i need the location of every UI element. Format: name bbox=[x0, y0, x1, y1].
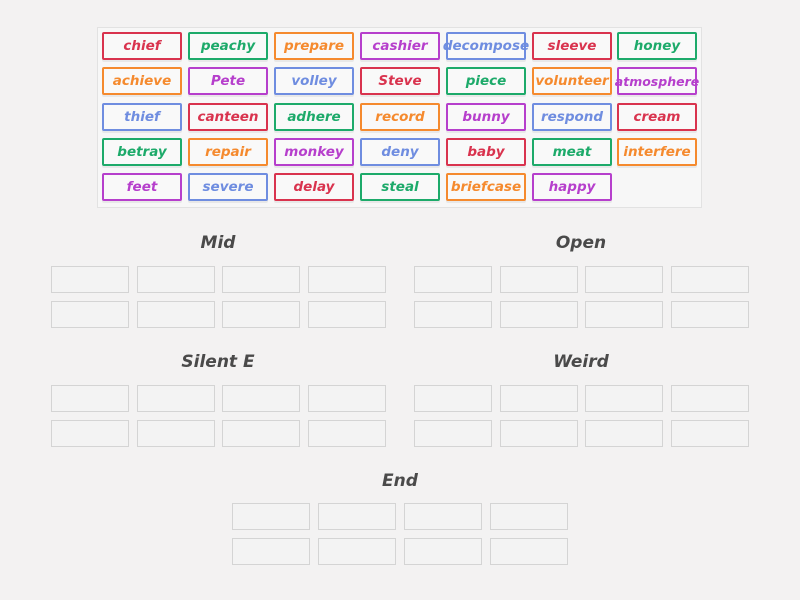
group-title-weird: Weird bbox=[553, 352, 609, 372]
drop-slot[interactable] bbox=[51, 385, 129, 412]
drop-slot[interactable] bbox=[671, 266, 749, 293]
word-tile[interactable]: monkey bbox=[274, 138, 354, 166]
group-title-mid: Mid bbox=[200, 233, 236, 253]
drop-slot[interactable] bbox=[137, 266, 215, 293]
word-tile[interactable]: repair bbox=[188, 138, 268, 166]
drop-slot[interactable] bbox=[414, 420, 492, 447]
drop-slot[interactable] bbox=[414, 385, 492, 412]
drop-slot[interactable] bbox=[222, 301, 300, 328]
drop-slot[interactable] bbox=[222, 266, 300, 293]
word-tile[interactable]: adhere bbox=[274, 103, 354, 131]
drop-slot[interactable] bbox=[671, 301, 749, 328]
drop-slot[interactable] bbox=[490, 538, 568, 565]
drop-slot[interactable] bbox=[500, 266, 578, 293]
word-tile[interactable]: delay bbox=[274, 173, 354, 201]
drop-slot[interactable] bbox=[308, 266, 386, 293]
word-tile[interactable]: steal bbox=[360, 173, 440, 201]
word-tile[interactable]: happy bbox=[532, 173, 612, 201]
drop-slot[interactable] bbox=[585, 385, 663, 412]
word-bank: chief peachy prepare cashier decompose s… bbox=[97, 27, 702, 208]
word-tile[interactable]: meat bbox=[532, 138, 612, 166]
word-tile[interactable]: deny bbox=[360, 138, 440, 166]
word-tile[interactable]: thief bbox=[102, 103, 182, 131]
group-title-open: Open bbox=[555, 233, 607, 253]
word-tile[interactable]: cream bbox=[617, 103, 697, 131]
drop-slot[interactable] bbox=[585, 266, 663, 293]
word-tile[interactable]: feet bbox=[102, 173, 182, 201]
drop-slot[interactable] bbox=[232, 503, 310, 530]
word-tile[interactable]: achieve bbox=[102, 67, 182, 95]
drop-slot[interactable] bbox=[671, 420, 749, 447]
word-tile[interactable]: Pete bbox=[188, 67, 268, 95]
word-tile[interactable]: baby bbox=[446, 138, 526, 166]
drop-slot[interactable] bbox=[137, 420, 215, 447]
drop-slot[interactable] bbox=[308, 385, 386, 412]
word-tile[interactable]: betray bbox=[102, 138, 182, 166]
group-title-end: End bbox=[382, 471, 418, 491]
word-tile[interactable]: record bbox=[360, 103, 440, 131]
word-tile[interactable]: piece bbox=[446, 67, 526, 95]
drop-slot[interactable] bbox=[232, 538, 310, 565]
word-tile[interactable]: canteen bbox=[188, 103, 268, 131]
word-tile[interactable]: cashier bbox=[360, 32, 440, 60]
word-tile[interactable]: bunny bbox=[446, 103, 526, 131]
word-tile[interactable]: briefcase bbox=[446, 173, 526, 201]
drop-slot[interactable] bbox=[51, 301, 129, 328]
drop-slot[interactable] bbox=[490, 503, 568, 530]
drop-slot[interactable] bbox=[500, 385, 578, 412]
word-tile[interactable]: volunteer bbox=[532, 67, 612, 95]
drop-slot[interactable] bbox=[318, 503, 396, 530]
word-tile[interactable]: atmosphere bbox=[615, 67, 699, 95]
word-tile[interactable]: severe bbox=[188, 173, 268, 201]
word-tile[interactable]: volley bbox=[274, 67, 354, 95]
drop-slot[interactable] bbox=[404, 503, 482, 530]
word-tile[interactable]: sleeve bbox=[532, 32, 612, 60]
drop-slot[interactable] bbox=[414, 301, 492, 328]
word-tile[interactable]: decompose bbox=[443, 32, 529, 60]
word-tile[interactable]: honey bbox=[617, 32, 697, 60]
drop-slot[interactable] bbox=[500, 301, 578, 328]
word-tile[interactable]: interfere bbox=[617, 138, 697, 166]
word-tile[interactable]: respond bbox=[532, 103, 612, 131]
drop-slot[interactable] bbox=[671, 385, 749, 412]
word-tile[interactable]: peachy bbox=[188, 32, 268, 60]
word-tile[interactable]: chief bbox=[102, 32, 182, 60]
word-tile[interactable]: Steve bbox=[360, 67, 440, 95]
drop-slot[interactable] bbox=[51, 420, 129, 447]
drop-slot[interactable] bbox=[137, 301, 215, 328]
drop-slot[interactable] bbox=[414, 266, 492, 293]
drop-slot[interactable] bbox=[137, 385, 215, 412]
drop-slot[interactable] bbox=[585, 301, 663, 328]
drop-slot[interactable] bbox=[222, 420, 300, 447]
drop-slot[interactable] bbox=[308, 420, 386, 447]
group-title-silent-e: Silent E bbox=[181, 352, 255, 372]
drop-slot[interactable] bbox=[585, 420, 663, 447]
drop-slot[interactable] bbox=[308, 301, 386, 328]
drop-slot[interactable] bbox=[222, 385, 300, 412]
drop-slot[interactable] bbox=[500, 420, 578, 447]
drop-slot[interactable] bbox=[51, 266, 129, 293]
word-tile[interactable]: prepare bbox=[274, 32, 354, 60]
drop-slot[interactable] bbox=[318, 538, 396, 565]
drop-slot[interactable] bbox=[404, 538, 482, 565]
